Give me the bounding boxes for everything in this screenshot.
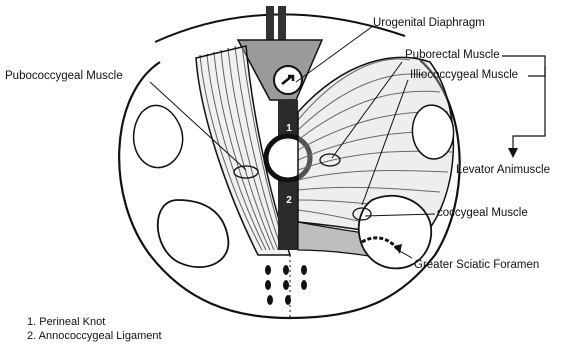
label-urogenital-diaphragm: Urogenital Diaphragm	[373, 17, 485, 30]
legend-item-anococcygeal-ligament: 2. Annococcygeal Ligament	[27, 330, 162, 343]
label-pubococcygeal-muscle: Pubococcygeal Muscle	[5, 70, 123, 83]
marker-2: 2	[286, 195, 292, 206]
levator-arrow-head	[508, 148, 518, 158]
coccyx-dots	[265, 265, 307, 305]
left-upper-opening	[134, 105, 183, 167]
label-greater-sciatic-foramen: Greater Sciatic Foramen	[414, 259, 539, 272]
label-iliococcygeal-muscle: Illiococcygeal Muscle	[410, 69, 518, 82]
marker-1: 1	[286, 123, 292, 134]
label-coccygeal-muscle: coccygeal Muscle	[437, 207, 528, 220]
right-sciatic-opening	[359, 196, 431, 269]
label-levator-ani-muscle: Levator Animuscle	[456, 164, 550, 177]
label-puborectal-muscle: Puborectal Muscle	[405, 49, 500, 62]
right-upper-opening	[412, 105, 453, 159]
legend-item-perineal-knot: 1. Perineal Knot	[27, 316, 105, 329]
left-obturator-opening	[158, 200, 229, 267]
